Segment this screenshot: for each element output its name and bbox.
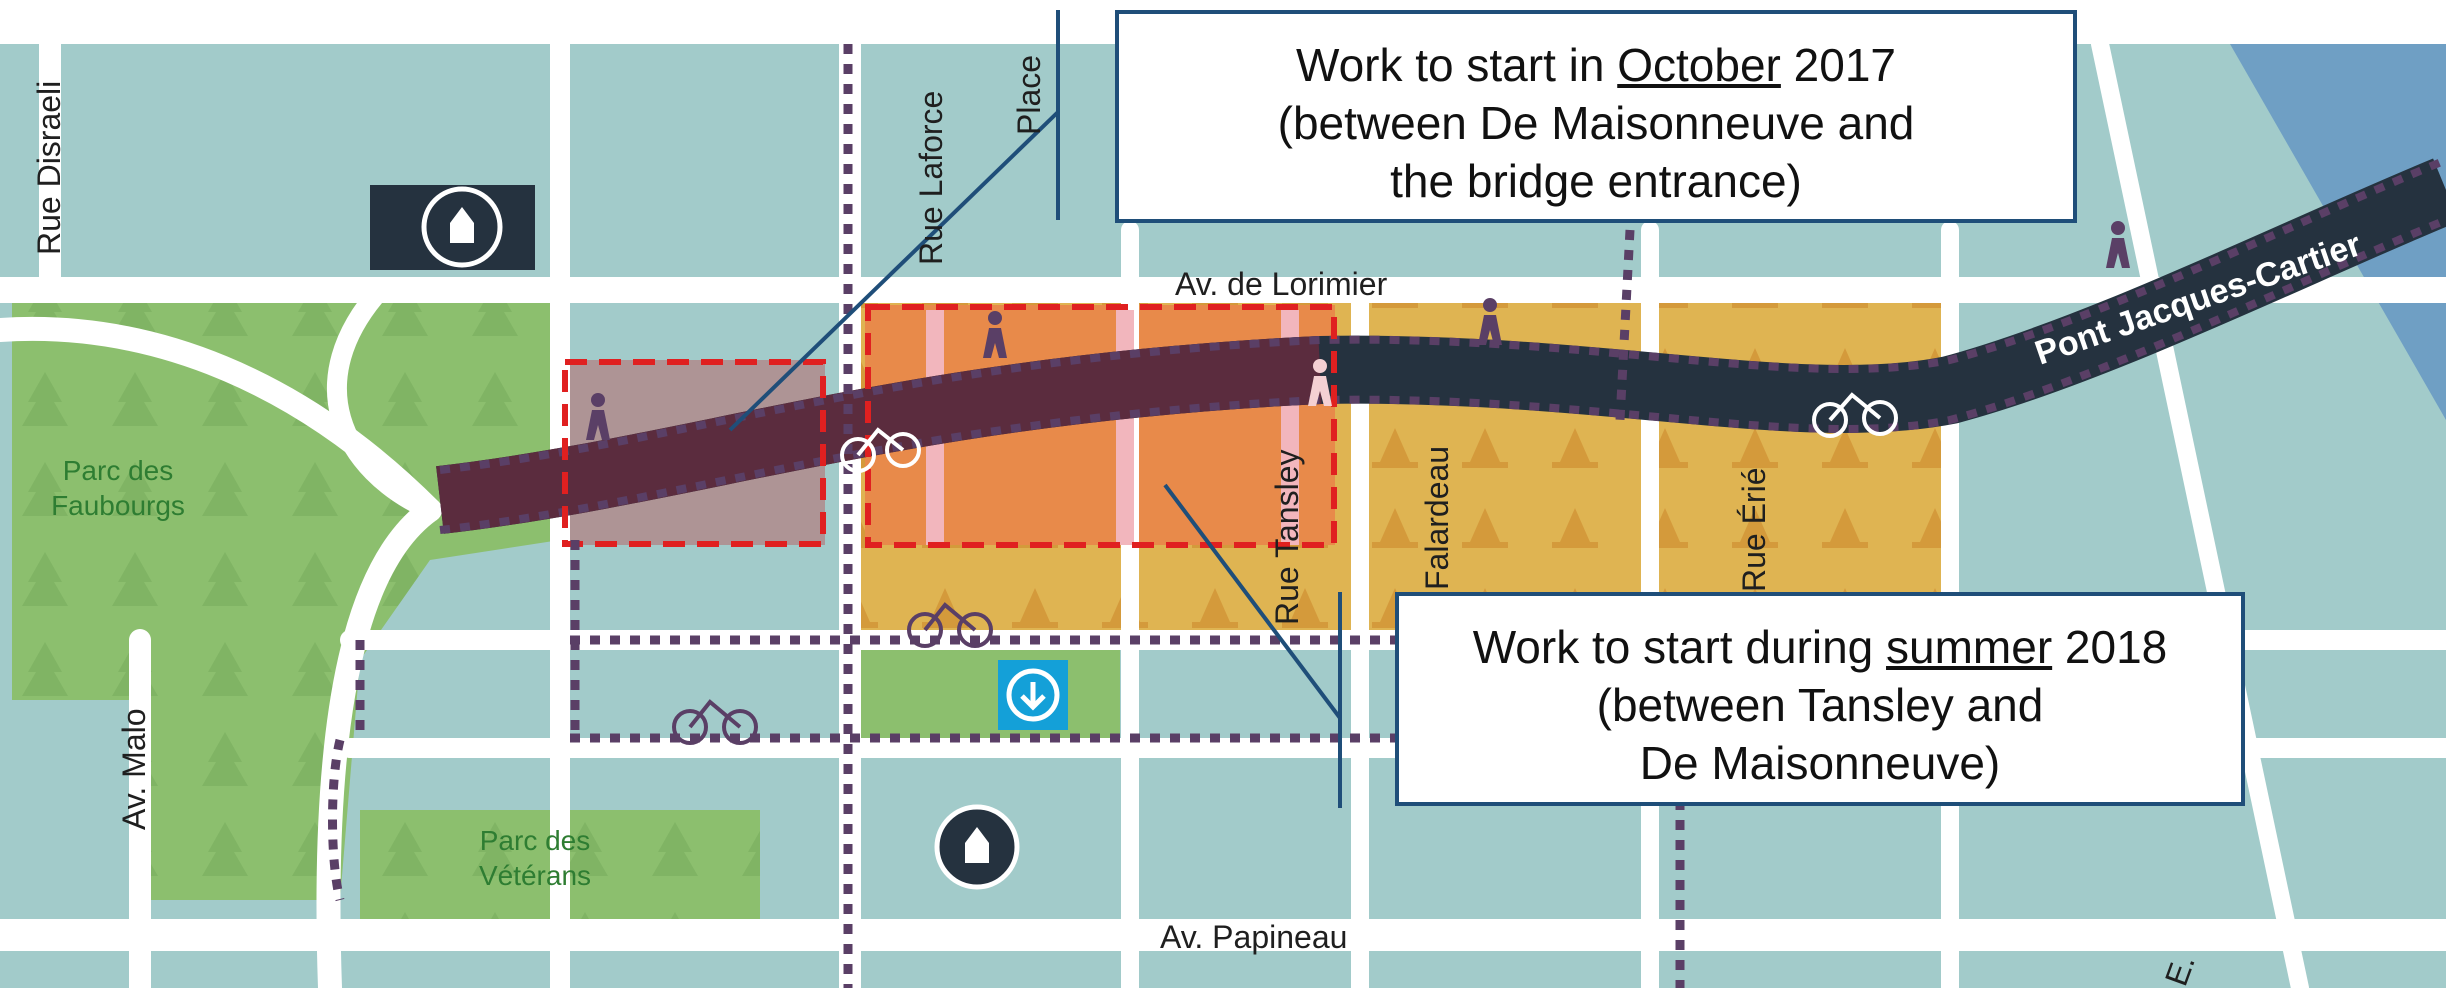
callout-october-line2: (between De Maisonneuve and [1277,97,1915,149]
park-label-veterans-1: Parc des [480,825,591,856]
pedestrian-icon [1308,359,1332,406]
callout-october-2017: Work to start in October 2017 (between D… [1115,10,2077,223]
closure-box-west [562,359,826,547]
closure-box-east [865,304,1337,548]
street-label-place: Place [1011,55,1047,135]
park-metro [855,645,1120,740]
park-label-veterans-2: Vétérans [479,860,591,891]
street-label-erie: Rue Érié [1736,468,1772,593]
street-label-malo: Av. Malo [116,708,152,830]
callout-october-line1: Work to start in October 2017 [1295,39,1896,91]
street-label-disraeli: Rue Disraeli [31,81,67,255]
street-label-papineau: Av. Papineau [1160,919,1347,955]
street-label-laforce: Rue Laforce [913,91,949,265]
cyclist-icon [672,602,993,745]
callout-sum-leader [1163,483,1342,720]
street-label-falardeau: Falardeau [1419,446,1455,590]
church-icon [370,185,535,270]
callout-summer-line2: (between Tansley and [1596,679,2044,731]
metro-icon [998,660,1068,730]
street-label-tansley: Rue Tansley [1269,449,1305,625]
cyclist-icon [840,392,1898,473]
callout-summer-line1: Work to start during summer 2018 [1472,621,2168,673]
park-label-faubourgs-2: Faubourgs [51,490,185,521]
church-icon [934,804,1020,890]
callout-october-line3: the bridge entrance) [1390,155,1802,207]
pedestrian-icon [586,221,2130,440]
park-label-faubourgs-1: Parc des [63,455,174,486]
callout-summer-line3: De Maisonneuve) [1639,737,2001,789]
callout-oct-leader [728,110,1060,432]
callout-summer-2018: Work to start during summer 2018 (betwee… [1395,592,2245,806]
street-label-lorimier: Av. de Lorimier [1175,266,1388,302]
